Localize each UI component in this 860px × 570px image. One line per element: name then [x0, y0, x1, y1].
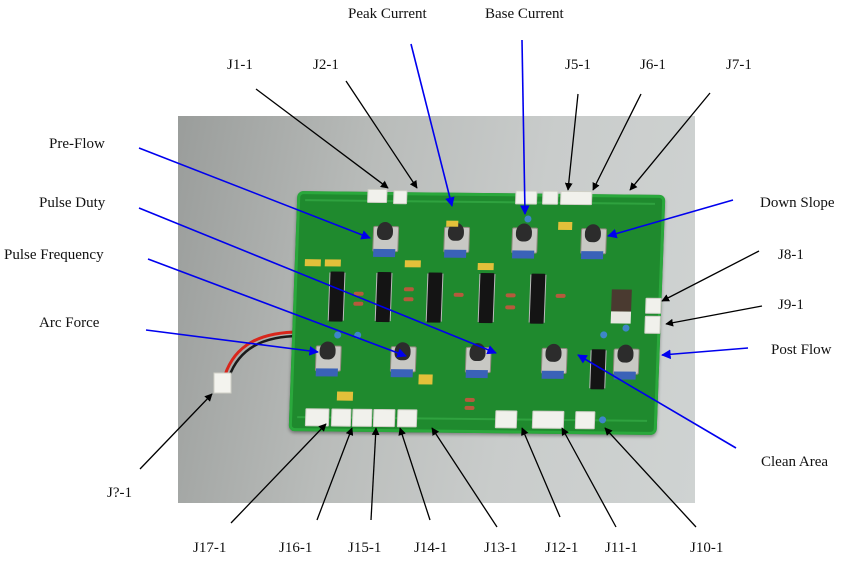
label-peak-current: Peak Current	[348, 6, 427, 22]
label-j13: J13-1	[484, 540, 518, 556]
label-j1: J1-1	[227, 57, 253, 73]
label-base-current: Base Current	[485, 6, 564, 22]
leader-arrow-post-flow	[661, 347, 749, 360]
leader-arrow-j8	[661, 250, 760, 302]
leader-arrow-pulse-frequency	[147, 258, 407, 358]
red-wire	[223, 330, 301, 376]
label-j8: J8-1	[778, 247, 804, 263]
label-j14: J14-1	[414, 540, 448, 556]
label-pre-flow: Pre-Flow	[49, 136, 105, 152]
label-j7: J7-1	[726, 57, 752, 73]
label-jq: J?-1	[107, 485, 132, 501]
leader-arrow-peak-current	[410, 43, 455, 207]
label-j6: J6-1	[640, 57, 666, 73]
label-j12: J12-1	[545, 540, 579, 556]
leader-arrow-j15	[370, 427, 380, 521]
loose-connector	[213, 372, 232, 394]
leader-arrow-pulse-duty	[138, 207, 497, 355]
leader-arrow-j14	[398, 427, 431, 521]
label-pulse-duty: Pulse Duty	[39, 195, 106, 211]
label-pulse-frequency: Pulse Frequency	[4, 247, 104, 263]
black-wire	[227, 334, 301, 378]
leader-arrow-j2	[345, 80, 418, 189]
label-post-flow: Post Flow	[771, 342, 832, 358]
leader-arrow-j12	[521, 427, 561, 518]
label-j9: J9-1	[778, 297, 804, 313]
label-arc-force: Arc Force	[39, 315, 100, 331]
leader-arrow-pre-flow	[138, 147, 371, 240]
leader-arrow-down-slope	[607, 199, 734, 239]
leader-arrow-base-current	[520, 39, 530, 215]
leader-arrow-j5	[564, 93, 579, 191]
leader-arrow-j17	[230, 423, 327, 524]
label-j10: J10-1	[690, 540, 724, 556]
label-j15: J15-1	[348, 540, 382, 556]
label-j5: J5-1	[565, 57, 591, 73]
leader-arrow-j6	[592, 93, 642, 191]
leader-arrow-clean-area	[577, 354, 737, 449]
leader-arrow-j7	[629, 92, 711, 191]
leader-arrow-j1	[255, 88, 389, 189]
leader-arrow-j13	[431, 427, 498, 528]
label-j17: J17-1	[193, 540, 227, 556]
leader-arrow-j16	[316, 427, 354, 521]
leader-arrow-j11	[561, 427, 617, 528]
leader-arrow-j10	[604, 427, 697, 528]
label-j2: J2-1	[313, 57, 339, 73]
label-clean-area: Clean Area	[761, 454, 829, 470]
label-j11: J11-1	[605, 540, 638, 556]
leader-arrow-arc-force	[145, 329, 319, 356]
label-j16: J16-1	[279, 540, 313, 556]
leader-arrow-jq	[139, 393, 213, 470]
leader-arrow-j9	[665, 305, 763, 327]
label-down-slope: Down Slope	[760, 195, 835, 211]
